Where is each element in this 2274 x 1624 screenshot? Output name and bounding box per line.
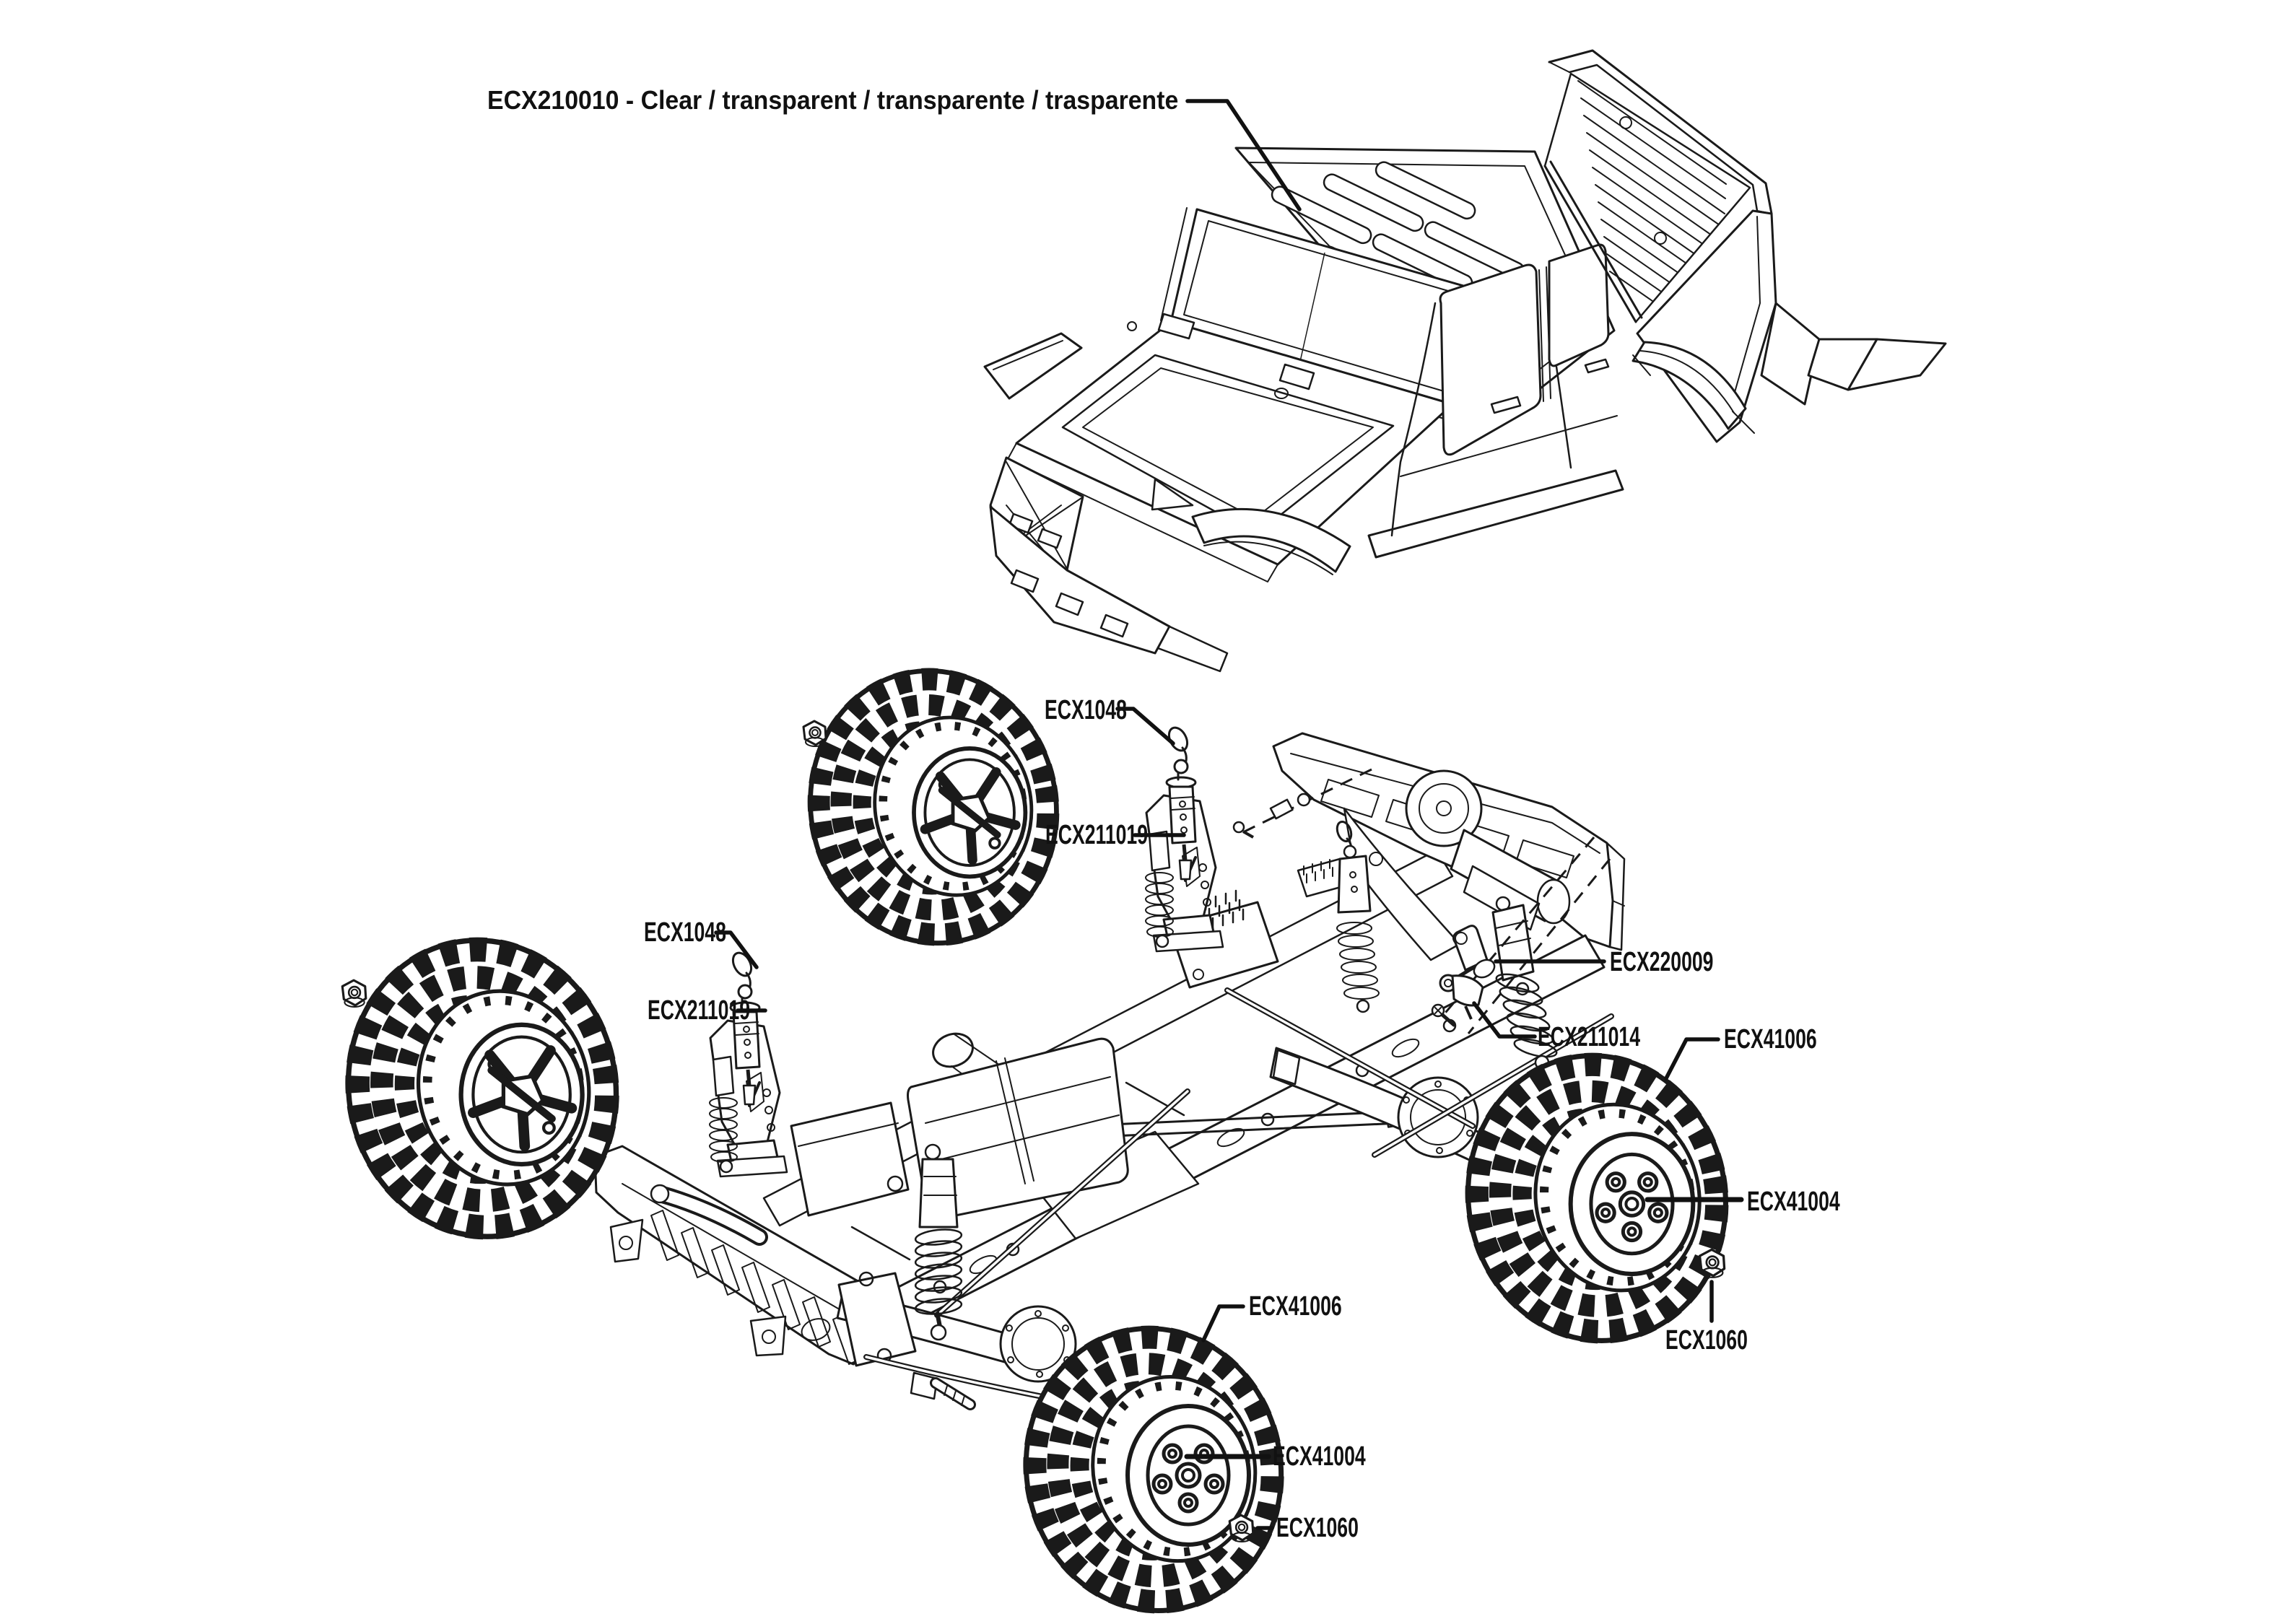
callout-tire-rear: ECX41006 [1724, 1024, 1817, 1055]
callout-tire-front: ECX41006 [1249, 1291, 1342, 1322]
callout-steering-link: ECX211014 [1538, 1022, 1640, 1052]
wheel-top [789, 651, 1078, 963]
callout-wheel-hex: ECX220009 [1610, 947, 1714, 977]
callout-wheel-nut-front: ECX1060 [1276, 1513, 1359, 1543]
screw-part [1431, 1003, 1456, 1027]
callout-body-clip-top: ECX1048 [1045, 695, 1127, 725]
wheel-nut-left [341, 979, 367, 1008]
callout-body-clip-front: ECX1048 [644, 917, 726, 948]
truck-body-drawing [983, 49, 1947, 673]
callout-body-shell: ECX210010 - Clear / transparent / transp… [487, 85, 1179, 115]
steering-link-part [1439, 974, 1484, 1020]
shock-assembly-top [1146, 725, 1223, 951]
callout-wheel-nut-rear: ECX1060 [1665, 1325, 1748, 1355]
wheel-hex-part [1452, 925, 1496, 979]
callout-shock-set-top: ECX211019 [1045, 820, 1148, 850]
callout-shock-set-front: ECX211019 [648, 995, 750, 1026]
shock-assembly-front [710, 950, 787, 1176]
leader-lines [714, 99, 1744, 1530]
chassis-drawing [593, 725, 1639, 1425]
wheel-left [325, 919, 639, 1258]
callout-wheel-front: ECX41004 [1273, 1441, 1366, 1472]
callout-wheel-rear: ECX41004 [1747, 1187, 1840, 1217]
